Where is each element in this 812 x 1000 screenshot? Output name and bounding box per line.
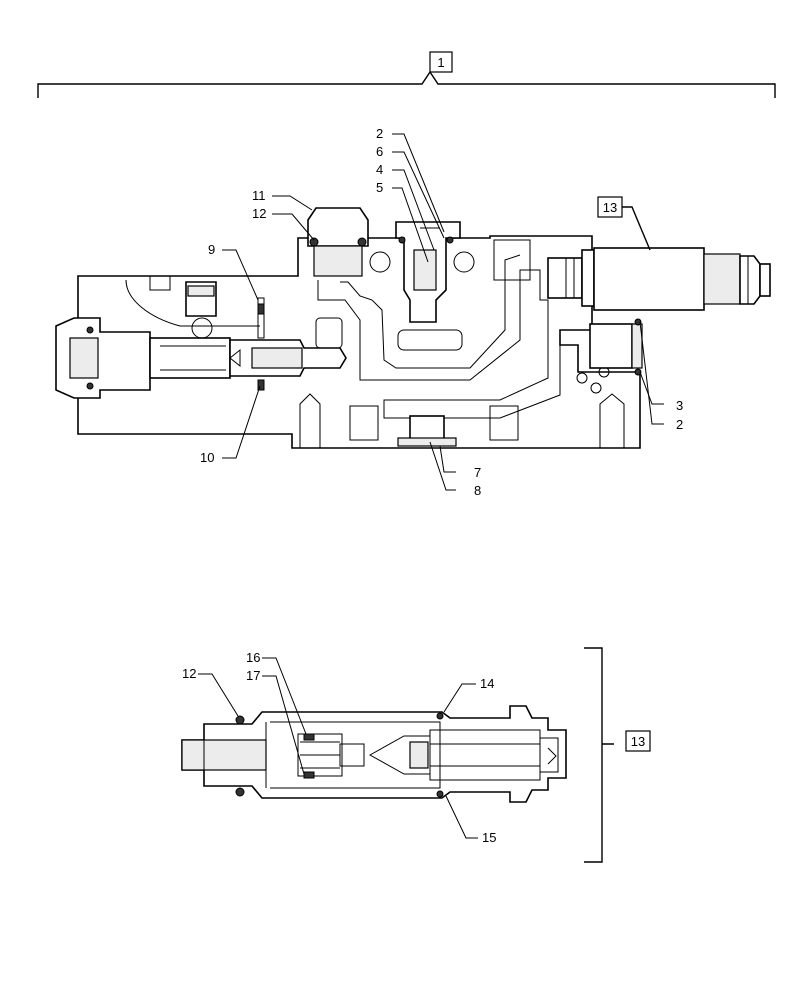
- cartridge-detail: [181, 705, 567, 803]
- callout-17: 17: [246, 668, 260, 683]
- callout-13-upper-label: 13: [603, 200, 617, 215]
- plug-11: [307, 207, 369, 277]
- bottom-plug: [397, 415, 457, 447]
- callout-16: 16: [246, 650, 260, 665]
- callout-box-13-lower: 13: [625, 730, 651, 752]
- callout-10: 10: [200, 450, 214, 465]
- callout-14: 14: [480, 676, 494, 691]
- callout-12-lower: 12: [182, 666, 196, 681]
- callout-3: 3: [676, 398, 683, 413]
- callout-box-13-upper: 13: [597, 196, 651, 251]
- callout-4: 4: [376, 162, 383, 177]
- left-end-cap: [55, 317, 151, 399]
- right-plug: [589, 318, 643, 376]
- callout-13-lower-label: 13: [631, 734, 645, 749]
- small-plug: [185, 281, 217, 339]
- callout-15: 15: [482, 830, 496, 845]
- callout-7: 7: [474, 465, 481, 480]
- callout-box-1: 1: [429, 51, 453, 73]
- callout-8: 8: [474, 483, 481, 498]
- check-valve-cartridge: [395, 221, 461, 323]
- upper-callout-labels: 2 6 4 5 11 12 9 10 3 2 7 8: [200, 126, 683, 498]
- callout-2-top: 2: [376, 126, 383, 141]
- callout-11: 11: [252, 188, 266, 203]
- callout-5: 5: [376, 180, 383, 195]
- callout-1-label: 1: [437, 55, 444, 70]
- relief-spool: [149, 297, 347, 391]
- lower-leaders: [198, 657, 478, 839]
- callout-12: 12: [252, 206, 266, 221]
- callout-6: 6: [376, 144, 383, 159]
- lower-callout-labels: 16 17 12 14 15: [182, 650, 496, 845]
- valve-body: [77, 235, 641, 449]
- relief-cartridge-13: [547, 247, 771, 311]
- assembly-bracket: [37, 70, 776, 98]
- callout-2-right: 2: [676, 417, 683, 432]
- callout-9: 9: [208, 242, 215, 257]
- upper-leaders: [222, 133, 664, 491]
- detail-bracket: [584, 647, 614, 863]
